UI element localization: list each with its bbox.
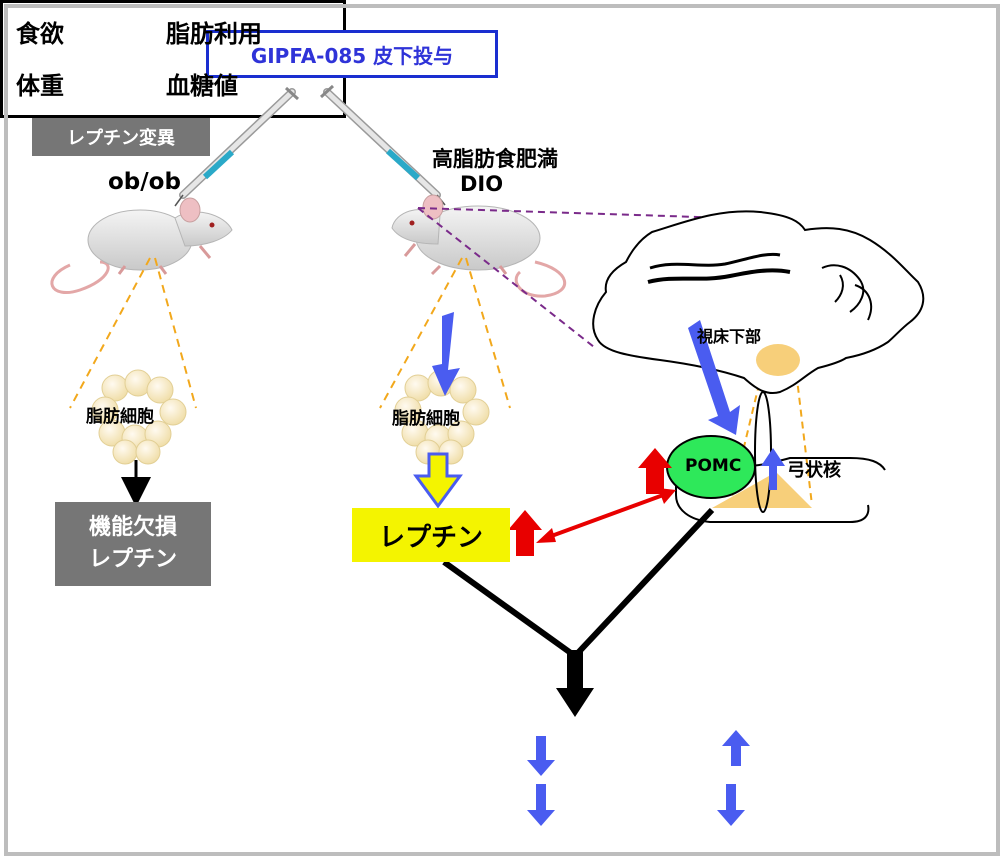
syringe-icon-right xyxy=(319,84,446,206)
arrow-up-icon-arcuate xyxy=(761,448,785,490)
arrow-down-icon-body-weight xyxy=(527,784,555,826)
figure-frame xyxy=(4,4,1000,856)
hypothalamus-region xyxy=(756,344,800,376)
blue-arrow-to-fat xyxy=(432,312,460,396)
pomc-label: POMC xyxy=(685,456,742,476)
leptin-box: レプチン xyxy=(352,508,510,562)
title-box: GIPFA-085 皮下投与 xyxy=(206,30,498,78)
arrow-down-icon-blood-glucose xyxy=(717,784,745,826)
mouse-icon-left xyxy=(50,197,233,294)
hypothalamus-label: 視床下部 xyxy=(697,327,762,346)
defective-leptin-line2: レプチン xyxy=(88,547,177,572)
leptin-text: レプチン xyxy=(378,522,483,553)
arcuate-label: 弓状核 xyxy=(787,460,841,481)
fat-use-label: 脂肪利用 xyxy=(166,20,262,48)
blue-hollow-arrow-down xyxy=(413,452,463,509)
fat-cell-icon-right xyxy=(394,369,490,465)
leptin-mutation-tag: レプチン変異 xyxy=(32,118,210,156)
arrow-up-icon-fat-use xyxy=(722,730,750,766)
defective-leptin-box: 機能欠損 レプチン xyxy=(55,502,211,586)
syringe-icon-left xyxy=(174,86,300,207)
converge-arrow xyxy=(556,650,594,717)
defective-leptin-line1: 機能欠損 xyxy=(88,515,177,541)
red-double-arrow xyxy=(536,488,676,543)
fat-cell-label-left: 脂肪細胞 xyxy=(86,407,154,427)
brain-icon xyxy=(592,210,925,394)
body-weight-label: 体重 xyxy=(16,72,64,100)
dio-label-line1: 高脂肪食肥満 xyxy=(432,147,558,171)
blood-glucose-label: 血糖値 xyxy=(166,72,238,100)
leptin-mutation-text: レプチン変異 xyxy=(67,128,175,149)
ob-ob-label: ob/ob xyxy=(108,169,181,195)
dashed-brain-link xyxy=(417,207,793,348)
dio-label-line2: DIO xyxy=(460,172,504,196)
title-text: GIPFA-085 皮下投与 xyxy=(250,43,454,68)
dashed-cone-right xyxy=(379,257,511,409)
mouse-icon-right xyxy=(391,194,567,298)
dashed-cone-left xyxy=(69,257,197,409)
arrow-up-icon-pomc xyxy=(638,448,672,494)
appetite-label: 食欲 xyxy=(16,20,64,48)
arrow-up-icon-leptin xyxy=(508,510,542,556)
converge-lines xyxy=(442,507,715,659)
arrow-down-icon-appetite xyxy=(527,736,555,776)
blue-arrow-to-pomc xyxy=(688,320,740,435)
fat-cell-label-right: 脂肪細胞 xyxy=(392,409,460,429)
result-arrows xyxy=(527,730,750,826)
fat-cell-icon-left xyxy=(91,369,187,465)
